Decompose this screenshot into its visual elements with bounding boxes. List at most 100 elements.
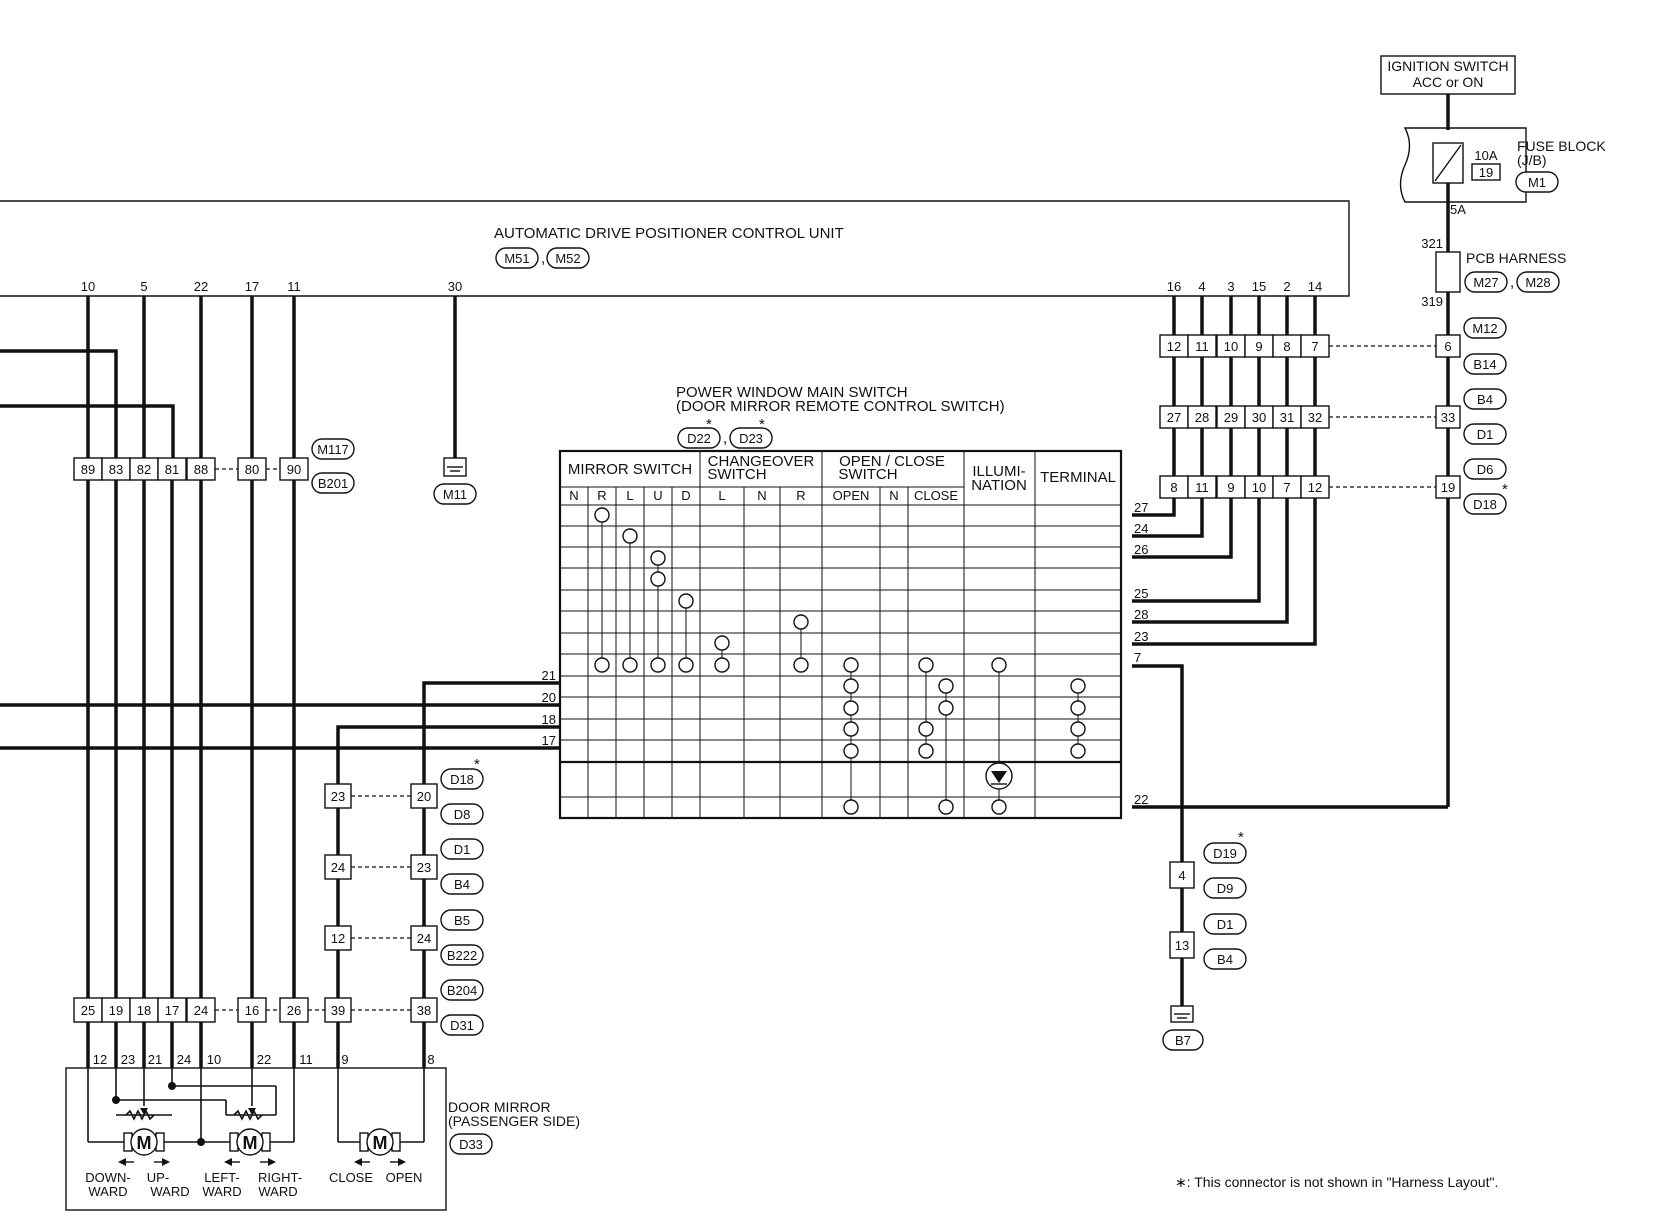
connector-d22: D22: [687, 431, 711, 446]
svg-text:10: 10: [1252, 480, 1266, 495]
svg-text:CHANGEOVER: CHANGEOVER: [708, 453, 815, 470]
svg-text:N: N: [889, 488, 898, 503]
svg-text:14: 14: [1308, 279, 1322, 294]
svg-text:12: 12: [1308, 480, 1322, 495]
svg-text:17: 17: [245, 279, 259, 294]
svg-text:27: 27: [1134, 500, 1148, 515]
power-window-switch: POWER WINDOW MAIN SWITCH (DOOR MIRROR RE…: [558, 384, 1123, 820]
connector-m27: M27: [1473, 275, 1498, 290]
svg-text:83: 83: [109, 462, 123, 477]
svg-text:24: 24: [1134, 521, 1148, 536]
right-junction: 12 11 10 9 8 7 27 28 29 30 31 32: [1132, 296, 1436, 646]
connector-m12: M12: [1472, 321, 1497, 336]
svg-text:,: ,: [541, 250, 545, 267]
mirror-pin-labels: 12 23 21 24 10 22 11 9 8: [93, 1052, 435, 1067]
svg-text:M11: M11: [443, 487, 467, 502]
svg-text:CLOSE: CLOSE: [914, 488, 958, 503]
svg-text:R: R: [796, 488, 805, 503]
svg-text:18: 18: [137, 1003, 151, 1018]
svg-text:22: 22: [1134, 792, 1148, 807]
direction-arrows: [118, 1158, 406, 1166]
right-column: 6 33 19 M12 B14 B4 D1 D6 D18 *: [1435, 292, 1508, 807]
svg-text:12: 12: [1167, 339, 1181, 354]
svg-text:SWITCH: SWITCH: [838, 466, 897, 483]
svg-text:25: 25: [81, 1003, 95, 1018]
svg-text:7: 7: [1134, 650, 1141, 665]
svg-text:10: 10: [81, 279, 95, 294]
connector-d18-b: D18: [450, 772, 474, 787]
svg-text:11: 11: [299, 1052, 313, 1067]
svg-text:WARD: WARD: [150, 1184, 189, 1199]
connector-m52: M52: [555, 251, 580, 266]
svg-text:WARD: WARD: [88, 1184, 127, 1199]
svg-text:39: 39: [331, 1003, 345, 1018]
left-verticals: [86, 480, 296, 998]
svg-text:16: 16: [1167, 279, 1181, 294]
fuse-block: 10A 19 FUSE BLOCK (J/B) M1: [1399, 127, 1606, 203]
svg-text:23: 23: [1134, 629, 1148, 644]
svg-text:*: *: [474, 756, 480, 773]
svg-text:(DOOR MIRROR REMOTE CONTROL SW: (DOOR MIRROR REMOTE CONTROL SWITCH): [676, 398, 1005, 415]
svg-text:11: 11: [1195, 339, 1209, 354]
motor-icon: M: [123, 1128, 165, 1156]
svg-text:10: 10: [1224, 339, 1238, 354]
connector-d19: D19: [1213, 846, 1237, 861]
middle-connectors: 21 20 18 17 23 20 24 23 12 24 39 38 D18 …: [324, 668, 560, 1036]
connector-d1: D1: [1477, 427, 1494, 442]
svg-text:,: ,: [1510, 274, 1514, 291]
door-mirror-title: DOOR MIRROR: [448, 1099, 551, 1115]
svg-text:21: 21: [148, 1052, 162, 1067]
connector-b4: B4: [1477, 392, 1493, 407]
pw-switch-title: POWER WINDOW MAIN SWITCH: [676, 384, 908, 401]
left-wiring: [0, 296, 560, 750]
motor-icon: M: [359, 1128, 401, 1156]
svg-text:*: *: [1502, 481, 1508, 498]
contact-marks: [594, 507, 1086, 815]
svg-text:OPEN: OPEN: [386, 1170, 423, 1185]
svg-text:321: 321: [1421, 236, 1443, 251]
connector-b222: B222: [447, 948, 477, 963]
svg-text:9: 9: [1255, 339, 1262, 354]
ground-b7: B7: [1175, 1033, 1191, 1048]
svg-text:29: 29: [1224, 410, 1238, 425]
svg-text:38: 38: [417, 1003, 431, 1018]
svg-text:4: 4: [1178, 868, 1185, 883]
svg-text:U: U: [653, 488, 662, 503]
fuse-output: 5A: [1450, 202, 1466, 217]
svg-text:R: R: [597, 488, 606, 503]
svg-text:(PASSENGER SIDE): (PASSENGER SIDE): [448, 1113, 580, 1129]
svg-text:NATION: NATION: [971, 477, 1027, 494]
connector-d1-b: D1: [1217, 917, 1234, 932]
header-mirror-switch: MIRROR SWITCH: [568, 461, 692, 478]
connector-d6: D6: [1477, 462, 1494, 477]
svg-text:22: 22: [194, 279, 208, 294]
connector-b5: B5: [454, 913, 470, 928]
svg-text:16: 16: [245, 1003, 259, 1018]
pcb-harness: 321 319 PCB HARNESS M27 , M28: [1421, 236, 1566, 309]
svg-text:13: 13: [1175, 938, 1189, 953]
unit-pins-right: 16 4 3 15 2 14: [1167, 279, 1322, 294]
svg-text:20: 20: [542, 690, 556, 705]
svg-text:CLOSE: CLOSE: [329, 1170, 373, 1185]
svg-text:9: 9: [341, 1052, 348, 1067]
svg-text:OPEN: OPEN: [833, 488, 870, 503]
connector-b201: B201: [318, 476, 348, 491]
connector-b14: B14: [1473, 357, 1496, 372]
svg-text:8: 8: [427, 1052, 434, 1067]
svg-text:89: 89: [81, 462, 95, 477]
svg-text:30: 30: [1252, 410, 1266, 425]
svg-text:WARD: WARD: [202, 1184, 241, 1199]
ground-m11: M11: [433, 296, 477, 505]
svg-text:8: 8: [1283, 339, 1290, 354]
svg-text:8: 8: [1170, 480, 1177, 495]
connector-d8: D8: [454, 807, 471, 822]
svg-text:23: 23: [417, 860, 431, 875]
svg-text:3: 3: [1227, 279, 1234, 294]
svg-text:*: *: [1238, 829, 1244, 846]
svg-text:22: 22: [257, 1052, 271, 1067]
connector-d9: D9: [1217, 881, 1234, 896]
svg-text:N: N: [757, 488, 766, 503]
connector-d31: D31: [450, 1018, 474, 1033]
svg-text:20: 20: [417, 789, 431, 804]
